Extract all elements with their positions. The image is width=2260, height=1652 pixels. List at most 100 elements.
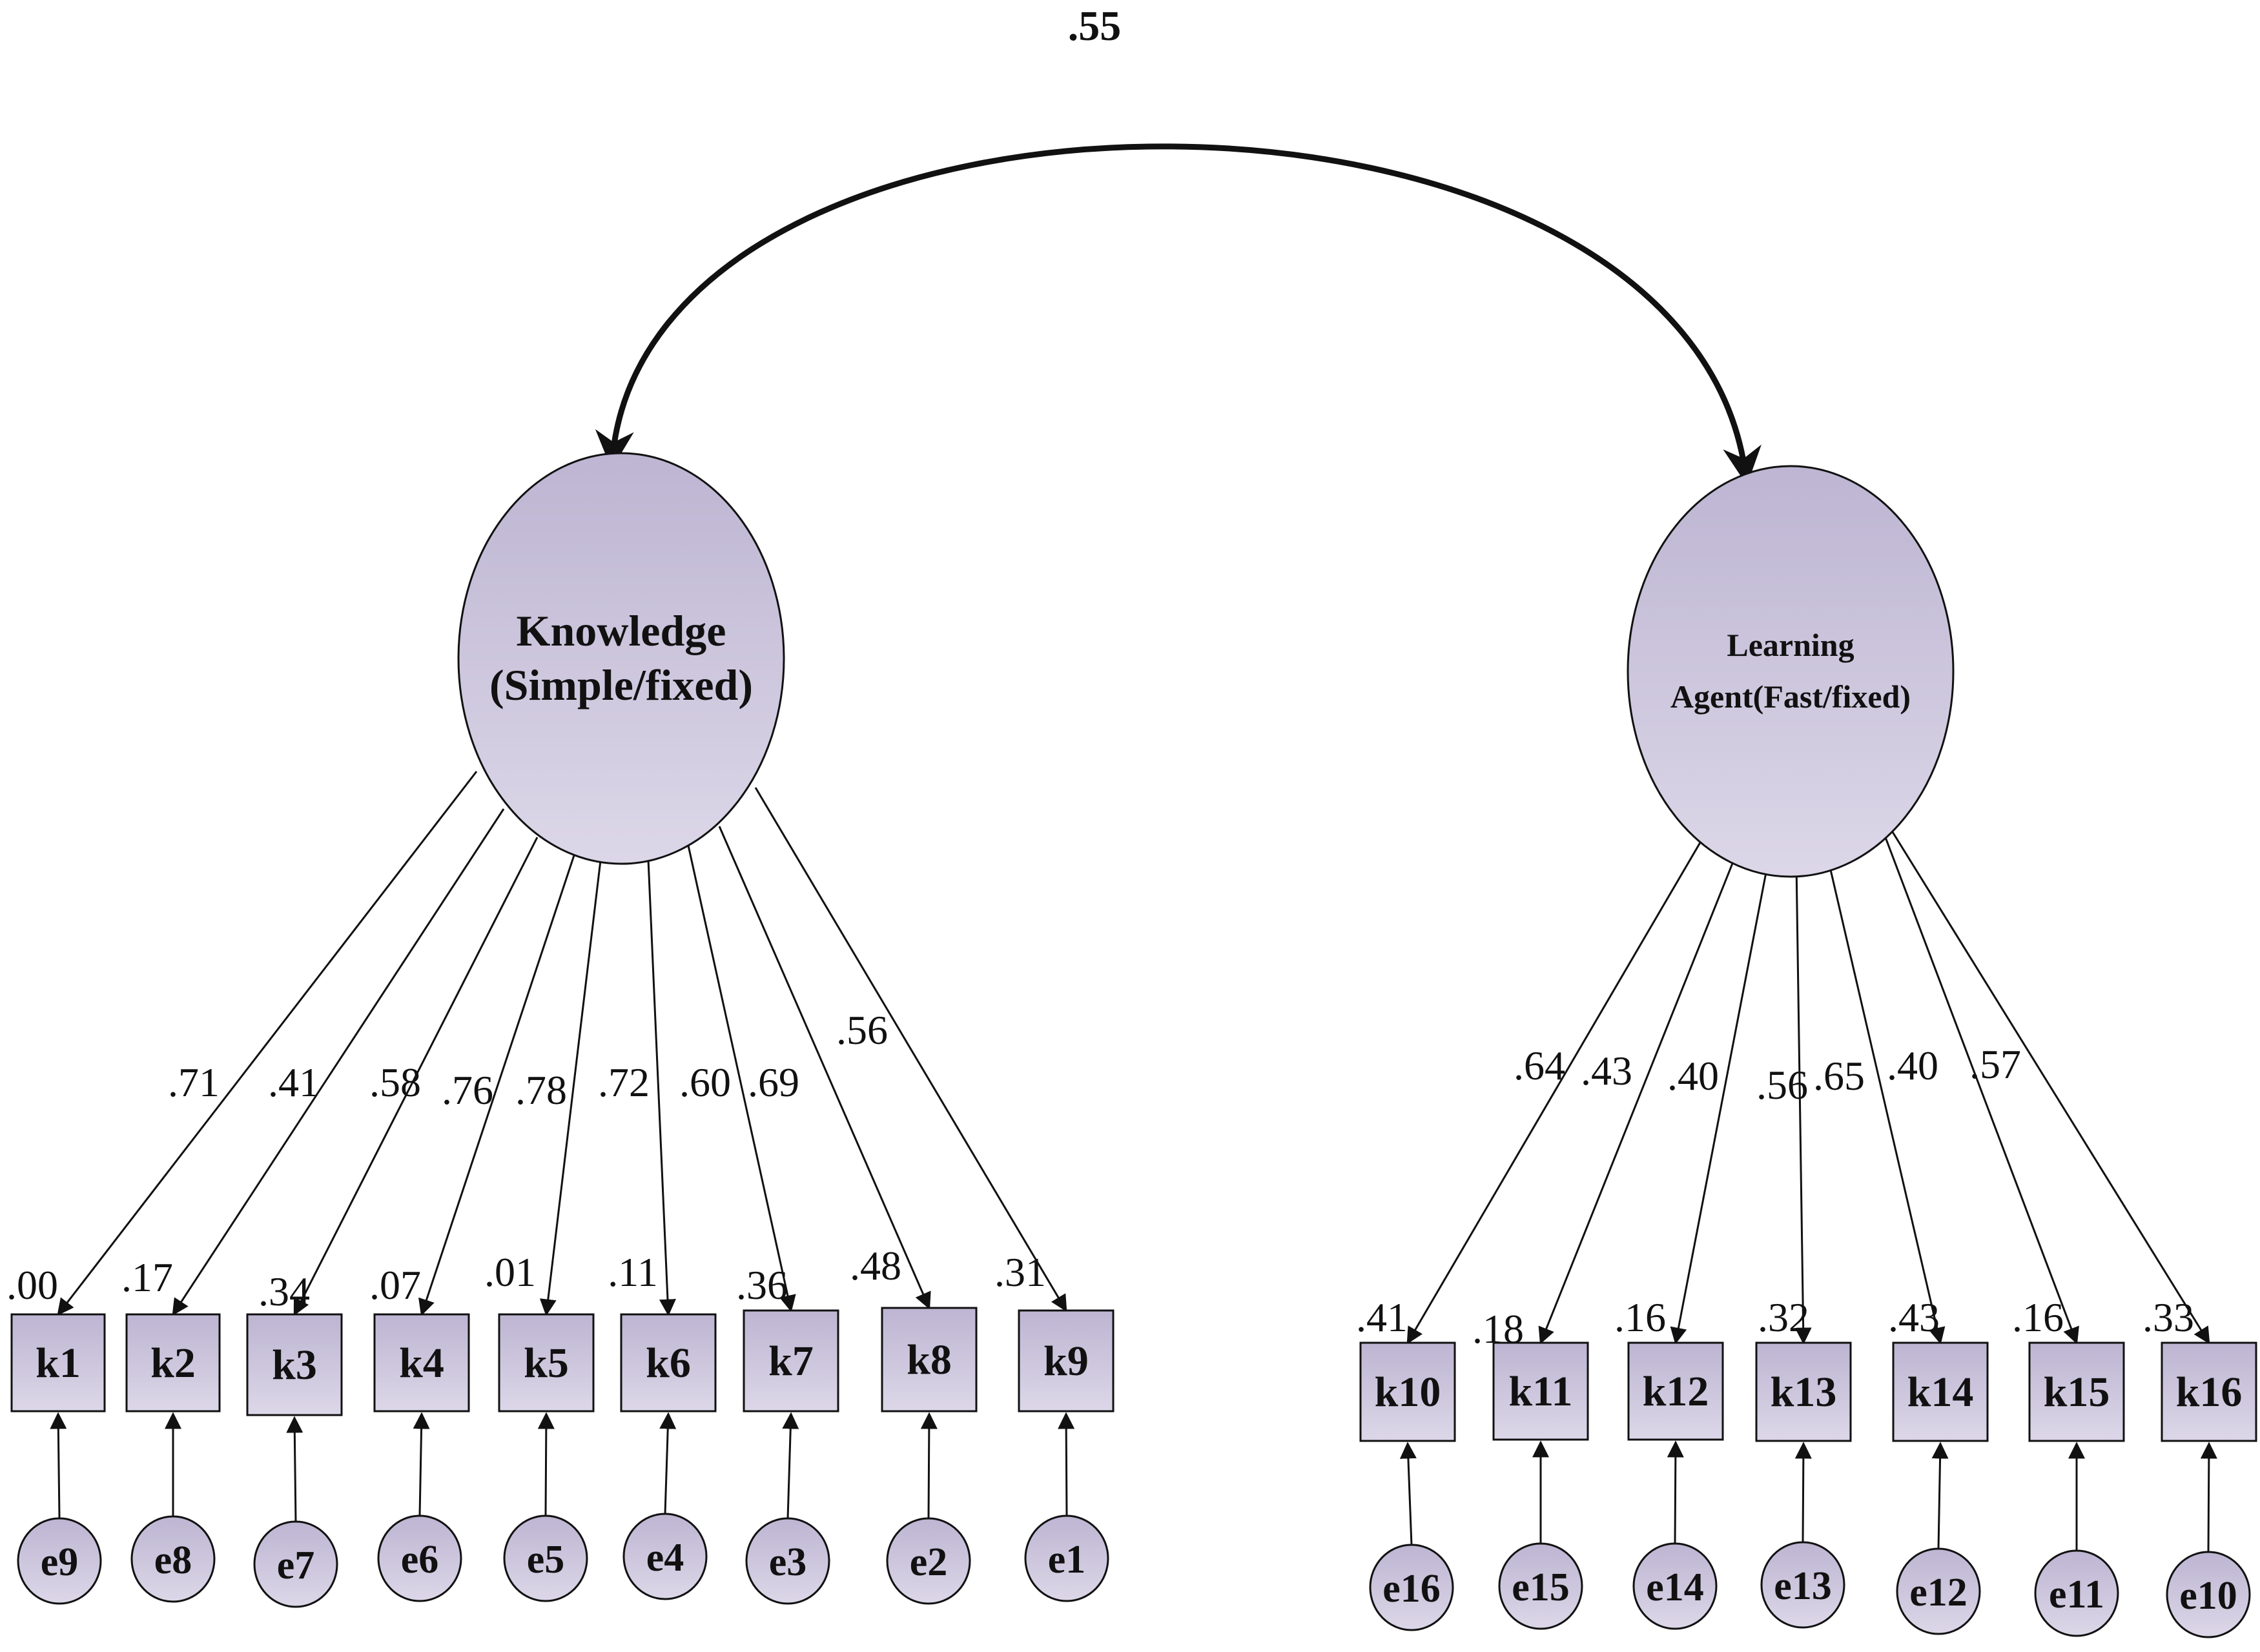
error-label: e5 (527, 1538, 565, 1582)
loading-path-k2 (172, 808, 505, 1316)
error-label: e2 (910, 1540, 948, 1584)
indicator-box (1627, 1341, 1724, 1441)
error-label: e10 (2179, 1574, 2237, 1618)
error-e14: e14 (1632, 1542, 1718, 1630)
r2-label-k15: .16 (2012, 1294, 2064, 1340)
indicator-box (2161, 1341, 2257, 1442)
loading-path-k6 (647, 859, 676, 1316)
error-label: e11 (2049, 1573, 2104, 1616)
error-ellipse (745, 1517, 830, 1605)
error-ellipse (1896, 1547, 1981, 1635)
loading-path-k11 (1538, 851, 1738, 1345)
error-label: e16 (1382, 1567, 1441, 1611)
indicator-box (246, 1313, 343, 1416)
loading-label-k12: .40 (1667, 1053, 1719, 1099)
error-ellipse (503, 1514, 588, 1602)
loading-path-k7 (687, 845, 796, 1312)
indicator-label: k12 (1643, 1368, 1709, 1415)
nodes: Knowledge(Simple/fixed)LearningAgent(Fas… (6, 452, 2257, 1638)
error-label: e12 (1909, 1571, 1967, 1615)
indicator-k5: k5.01 (484, 1249, 595, 1412)
indicator-box (881, 1307, 978, 1412)
r2-label-k4: .07 (369, 1262, 421, 1308)
indicator-k2: k2.17 (121, 1254, 221, 1412)
error-label: e9 (41, 1540, 79, 1584)
loading-path-k15 (1883, 833, 2079, 1345)
r2-label-k5: .01 (484, 1249, 536, 1295)
indicator-box (1359, 1341, 1456, 1442)
indicator-k11: k11.18 (1472, 1306, 1589, 1441)
indicator-box (373, 1313, 470, 1412)
error-e8: e8 (130, 1515, 216, 1603)
error-e6: e6 (377, 1514, 462, 1602)
loading-path-k5 (539, 860, 602, 1316)
loading-paths: .71.41.58.76.78.72.60.69.56.64.43.40.56.… (50, 771, 2217, 1553)
indicator-k3: k3.34 (246, 1269, 343, 1416)
error-e12: e12 (1896, 1547, 1981, 1635)
indicator-box (2028, 1341, 2125, 1442)
r2-label-k11: .18 (1472, 1306, 1524, 1352)
error-ellipse (1024, 1514, 1109, 1602)
indicator-label: k11 (1508, 1368, 1572, 1415)
loading-label-k16: .57 (1969, 1041, 2021, 1087)
error-label: e13 (1774, 1564, 1832, 1608)
indicator-label: k1 (36, 1340, 81, 1387)
error-ellipse (1369, 1544, 1454, 1631)
r2-label-k14: .43 (1888, 1294, 1940, 1340)
r2-label-k1: .00 (6, 1262, 58, 1308)
error-ellipse (622, 1513, 708, 1600)
latent-ellipse (1627, 465, 1955, 878)
error-path-e6 (413, 1412, 430, 1516)
loading-path-k16 (1889, 828, 2210, 1345)
latent-label-line: Agent(Fast/fixed) (1670, 678, 1911, 715)
error-label: e14 (1646, 1565, 1704, 1609)
loading-label-k1: .71 (168, 1059, 220, 1105)
r2-label-k16: .33 (2142, 1294, 2194, 1340)
indicator-k10: k10 .41 (1356, 1294, 1456, 1442)
error-e11: e11 (2034, 1549, 2119, 1637)
indicator-k15: k15.16 (2012, 1294, 2125, 1442)
loading-path-k1 (57, 771, 478, 1316)
loading-label-k6: .72 (598, 1059, 650, 1105)
error-e2: e2 (886, 1517, 971, 1605)
loading-path-k8 (718, 826, 931, 1310)
loading-path-k13 (1794, 863, 1812, 1345)
indicator-box (498, 1313, 595, 1412)
loading-label-k7: .60 (679, 1059, 731, 1105)
error-ellipse (2034, 1549, 2119, 1637)
error-ellipse (1632, 1542, 1718, 1630)
correlation-label: .55 (1068, 3, 1122, 50)
indicator-k12: k12.16 (1614, 1294, 1724, 1441)
error-ellipse (2166, 1551, 2251, 1638)
indicator-k9: k9.31 (994, 1249, 1115, 1412)
indicator-box (1018, 1309, 1115, 1412)
error-e16: e16 (1369, 1544, 1454, 1631)
loading-label-k3: .58 (369, 1059, 421, 1105)
loading-label-k15: .40 (1887, 1043, 1938, 1088)
indicator-label: k14 (1907, 1369, 1974, 1416)
loading-label-k4: .76 (442, 1067, 493, 1113)
error-e1: e1 (1024, 1514, 1109, 1602)
loading-path-k14 (1826, 855, 1946, 1345)
error-ellipse (253, 1520, 338, 1608)
indicator-k8: k8.48 (850, 1243, 978, 1412)
error-label: e7 (277, 1544, 315, 1587)
indicator-label: k10 (1375, 1369, 1441, 1416)
indicator-label: k6 (646, 1340, 691, 1387)
loading-label-k14: .65 (1813, 1053, 1865, 1099)
error-ellipse (130, 1515, 216, 1603)
indicator-k7: k7.36 (736, 1262, 839, 1412)
error-e7: e7 (253, 1520, 338, 1608)
r2-label-k10: .41 (1356, 1294, 1408, 1340)
loading-label-k11: .43 (1581, 1048, 1632, 1094)
error-path-e14 (1667, 1440, 1684, 1544)
error-ellipse (1760, 1541, 1845, 1629)
error-path-e7 (286, 1416, 303, 1522)
loading-label-k8: .69 (748, 1059, 799, 1105)
indicator-label: k4 (399, 1340, 444, 1387)
indicator-box (620, 1313, 717, 1412)
indicator-label: k8 (907, 1336, 952, 1383)
error-ellipse (377, 1514, 462, 1602)
